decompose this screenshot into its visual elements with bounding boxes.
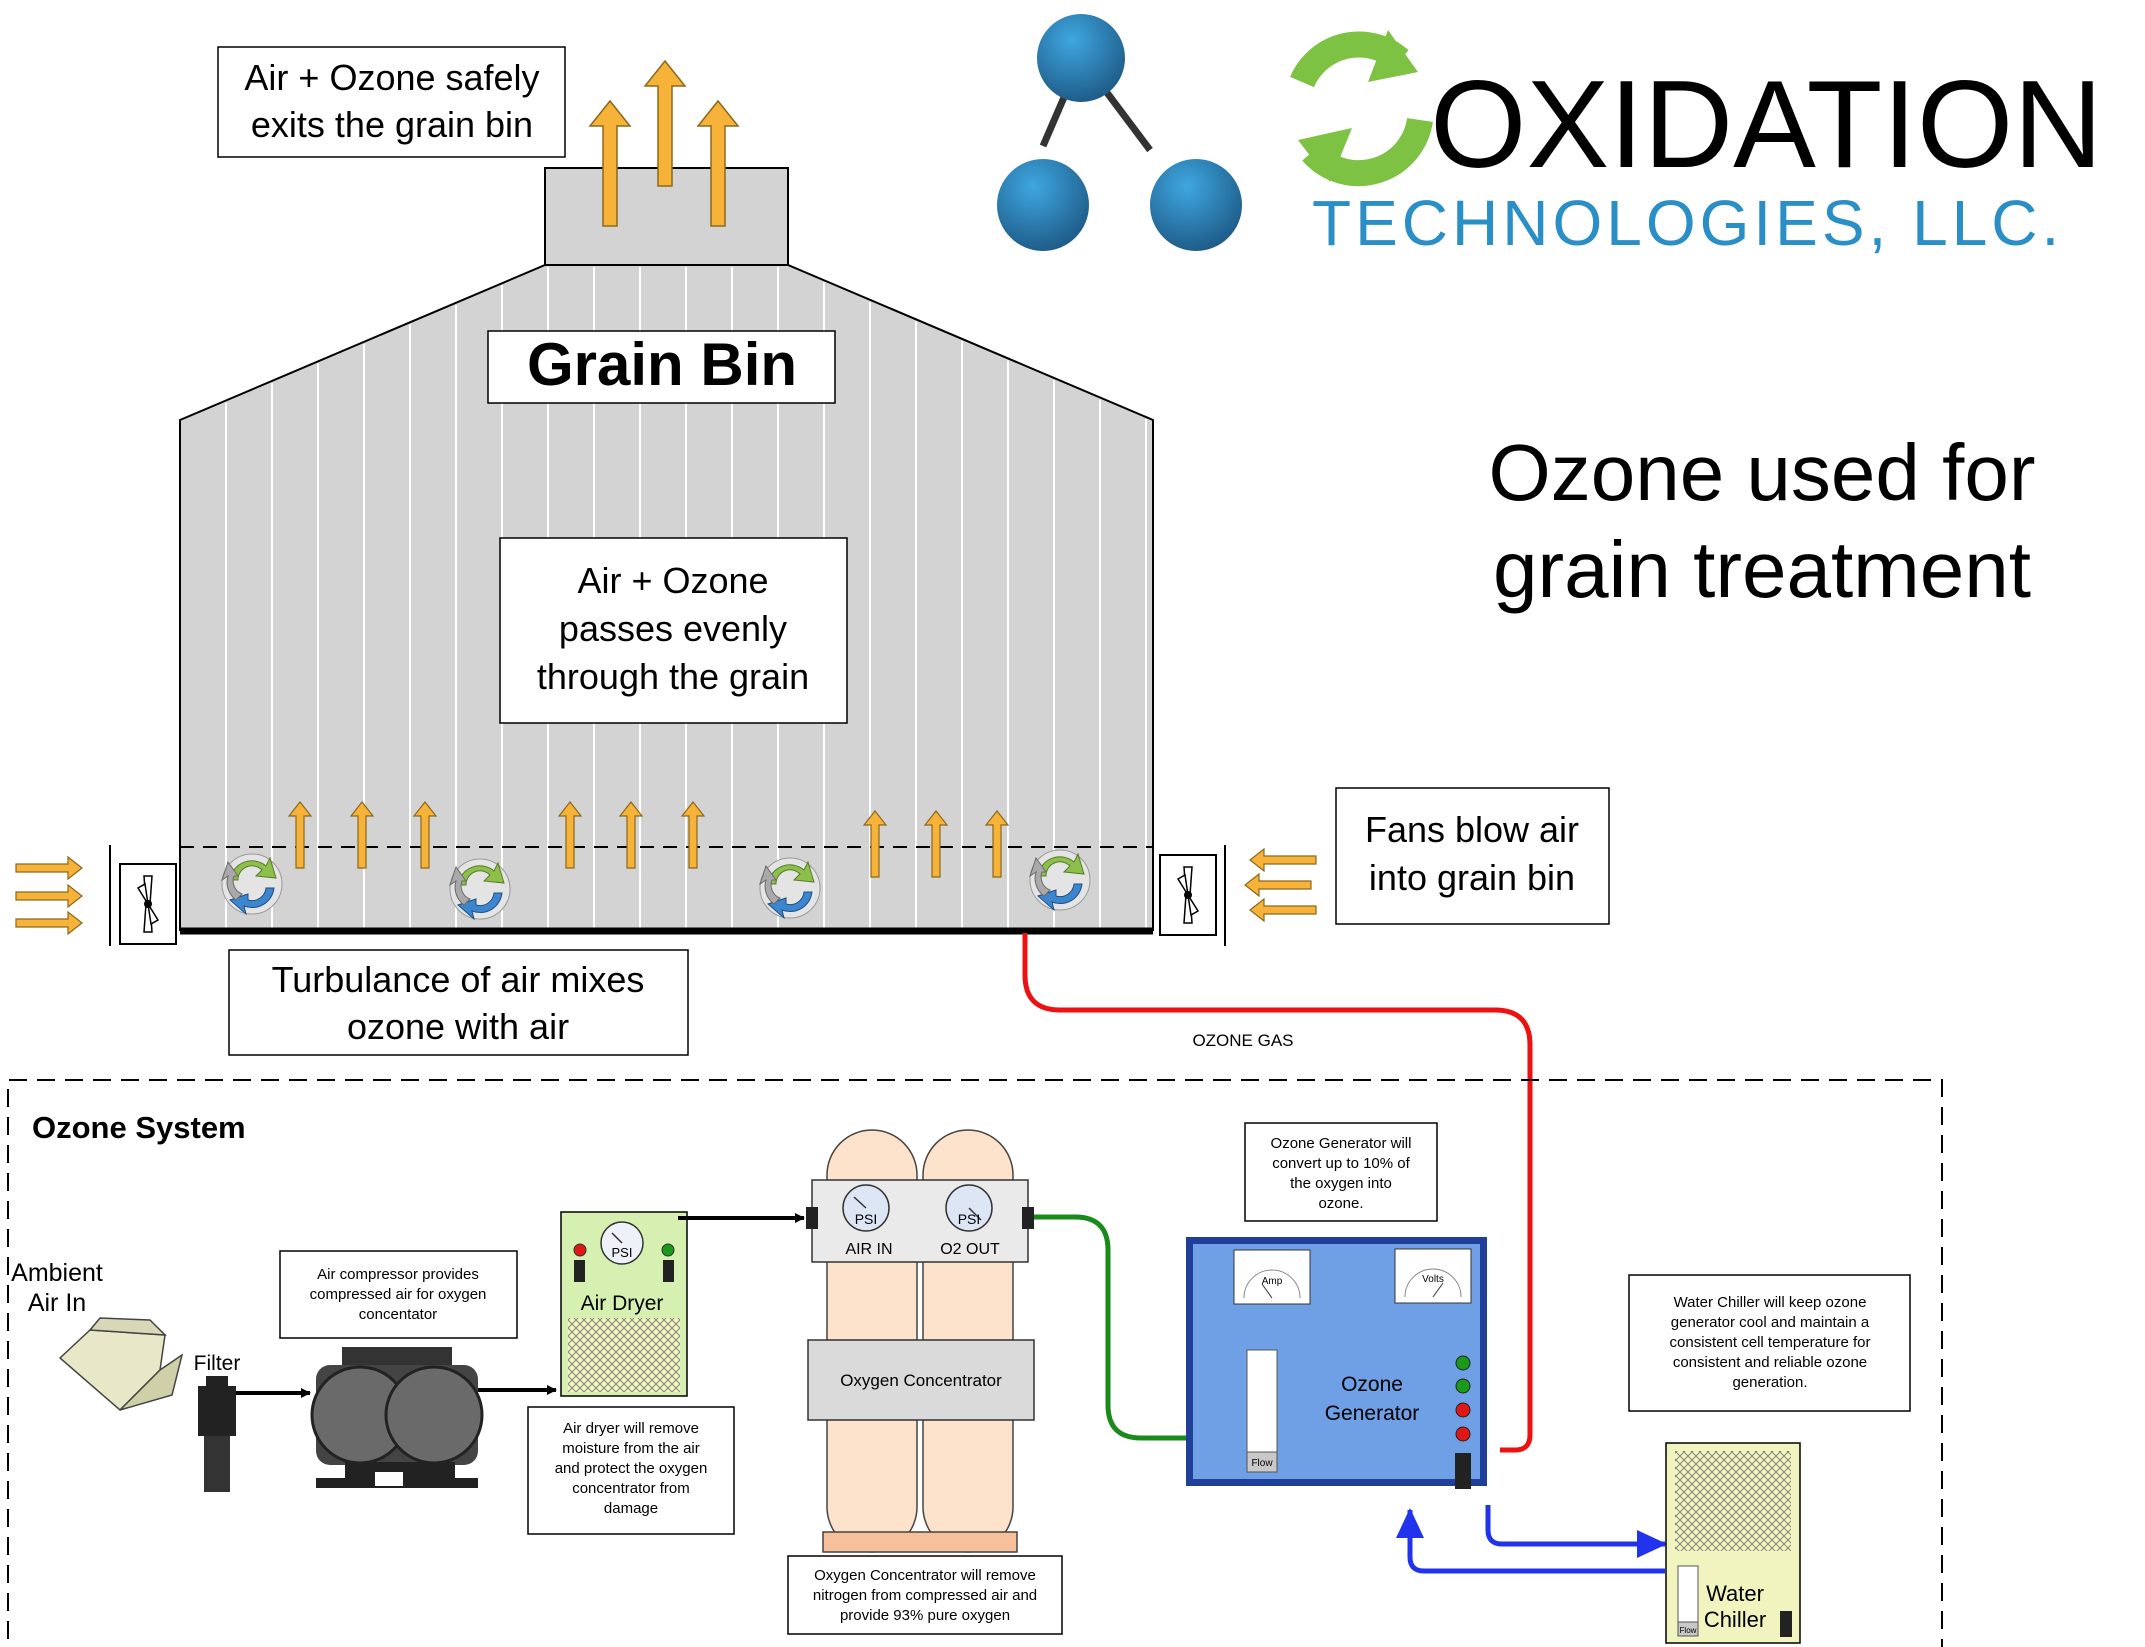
svg-text:PSI: PSI — [855, 1211, 878, 1227]
company-logo: OXIDATION TECHNOLOGIES, LLC. — [997, 14, 2103, 259]
water-line-supply — [1485, 1505, 1667, 1558]
water-chiller: Flow Water Chiller — [1665, 1442, 1801, 1644]
svg-text:provide 93% pure oxygen: provide 93% pure oxygen — [840, 1607, 1010, 1624]
molecule-icon — [997, 14, 1242, 251]
recycle-icon — [449, 858, 511, 920]
svg-text:Water Chiller will keep ozone: Water Chiller will keep ozone — [1674, 1294, 1867, 1311]
svg-text:Turbulance of air mixes: Turbulance of air mixes — [272, 959, 645, 1000]
recycle-icon — [221, 853, 283, 915]
logo-word-oxidation: OXIDATION — [1430, 56, 2103, 194]
filter-icon — [198, 1376, 236, 1492]
water-line-return — [1396, 1508, 1665, 1574]
intake-arrows-left — [15, 856, 83, 935]
compressor-note: Air compressor provides compressed air f… — [279, 1250, 518, 1339]
generator-label-2: Generator — [1325, 1402, 1420, 1425]
turbulence-note: Turbulance of air mixes ozone with air — [228, 949, 689, 1056]
svg-text:ozone.: ozone. — [1318, 1195, 1363, 1212]
svg-text:consistent cell temperature fo: consistent cell temperature for — [1670, 1334, 1871, 1351]
grain-bin: Air + Ozone safely exits the grain bin G… — [15, 46, 1610, 1056]
ambient-label-1: Ambient — [11, 1259, 103, 1287]
fan-icon-left — [119, 863, 177, 945]
air-intake-hood-icon — [58, 1317, 184, 1412]
svg-text:Oxygen Concentrator will remov: Oxygen Concentrator will remove — [814, 1567, 1036, 1584]
oxygen-line — [1034, 1214, 1188, 1441]
headline: Ozone used for grain treatment — [1489, 428, 2036, 614]
air-compressor-icon — [310, 1347, 484, 1488]
recycle-ring-icon — [1290, 30, 1433, 187]
bin-title: Grain Bin — [487, 330, 836, 404]
chiller-note: Water Chiller will keep ozone generator … — [1628, 1274, 1911, 1412]
headline-line-2: grain treatment — [1493, 525, 2031, 614]
generator-note: Ozone Generator will convert up to 10% o… — [1244, 1122, 1438, 1222]
intake-arrows-right — [1244, 848, 1317, 922]
recycle-icon — [759, 857, 821, 919]
ambient-label-2: Air In — [28, 1289, 86, 1317]
system-boundary — [7, 1079, 1943, 1647]
ozone-generator: Amp Volts Flow Ozone Generator — [1186, 1237, 1487, 1489]
svg-text:consistent and reliable ozone: consistent and reliable ozone — [1673, 1354, 1867, 1371]
concentrator-note: Oxygen Concentrator will remove nitrogen… — [787, 1555, 1063, 1635]
svg-text:Air + Ozone: Air + Ozone — [577, 560, 768, 601]
svg-text:PSI: PSI — [958, 1211, 981, 1227]
svg-text:concentator: concentator — [359, 1306, 437, 1323]
svg-text:exits the grain bin: exits the grain bin — [251, 104, 533, 145]
svg-text:moisture from the air: moisture from the air — [562, 1440, 700, 1457]
oxygen-concentrator: PSI PSI AIR IN O2 OUT Oxygen Concentrato… — [806, 1129, 1035, 1553]
chiller-label-2: Chiller — [1704, 1607, 1766, 1632]
svg-text:damage: damage — [604, 1500, 658, 1517]
svg-text:Fans blow air: Fans blow air — [1365, 809, 1579, 850]
headline-line-1: Ozone used for — [1489, 428, 2036, 517]
concentrator-label: Oxygen Concentrator — [840, 1371, 1002, 1390]
svg-text:convert up to 10% of: convert up to 10% of — [1272, 1155, 1410, 1172]
svg-text:concentrator from: concentrator from — [572, 1480, 690, 1497]
generator-label-1: Ozone — [1341, 1373, 1403, 1396]
svg-text:Air compressor provides: Air compressor provides — [317, 1266, 479, 1283]
svg-text:PSI: PSI — [612, 1245, 633, 1260]
air-dryer-label: Air Dryer — [581, 1292, 664, 1315]
air-dryer: PSI Air Dryer — [560, 1211, 688, 1397]
dryer-note: Air dryer will remove moisture from the … — [527, 1406, 735, 1535]
svg-text:ozone with air: ozone with air — [347, 1006, 569, 1047]
svg-text:generator cool and maintain a: generator cool and maintain a — [1671, 1314, 1870, 1331]
svg-text:Ozone Generator will: Ozone Generator will — [1271, 1135, 1412, 1152]
svg-text:compressed air for oxygen: compressed air for oxygen — [310, 1286, 487, 1303]
svg-text:passes evenly: passes evenly — [559, 608, 787, 649]
svg-text:the oxygen into: the oxygen into — [1290, 1175, 1392, 1192]
fans-note: Fans blow air into grain bin — [1335, 787, 1610, 925]
fan-icon-right — [1159, 854, 1217, 936]
system-title: Ozone System — [32, 1110, 246, 1145]
port-o2-out: O2 OUT — [940, 1241, 1000, 1258]
chiller-label-1: Water — [1706, 1581, 1764, 1606]
svg-text:through the grain: through the grain — [537, 656, 809, 697]
svg-text:generation.: generation. — [1732, 1374, 1807, 1391]
filter-label: Filter — [194, 1352, 241, 1375]
recycle-icon — [1029, 849, 1091, 911]
svg-text:Air dryer will remove: Air dryer will remove — [563, 1420, 699, 1437]
exit-note: Air + Ozone safely exits the grain bin — [217, 46, 566, 158]
ozone-gas-line: OZONE GAS — [1022, 933, 1533, 1453]
port-air-in: AIR IN — [845, 1241, 892, 1258]
pass-note: Air + Ozone passes evenly through the gr… — [499, 537, 848, 724]
svg-text:Air + Ozone safely: Air + Ozone safely — [244, 57, 539, 98]
ozone-gas-label: OZONE GAS — [1192, 1031, 1293, 1050]
ozone-system: Ozone System Ambient Air In Filter Air c… — [7, 1079, 1943, 1647]
amp-gauge-icon: Amp — [1262, 1276, 1283, 1287]
chiller-flow-meter-icon: Flow — [1680, 1626, 1697, 1635]
svg-text:nitrogen from compressed air a: nitrogen from compressed air and — [813, 1587, 1037, 1604]
volts-gauge-icon: Volts — [1422, 1274, 1444, 1285]
svg-text:Grain Bin: Grain Bin — [527, 331, 797, 398]
svg-text:and protect the oxygen: and protect the oxygen — [555, 1460, 708, 1477]
svg-text:into grain bin: into grain bin — [1369, 857, 1575, 898]
logo-word-technologies: TECHNOLOGIES, LLC. — [1312, 187, 2063, 259]
flow-meter-icon: Flow — [1251, 1458, 1273, 1469]
